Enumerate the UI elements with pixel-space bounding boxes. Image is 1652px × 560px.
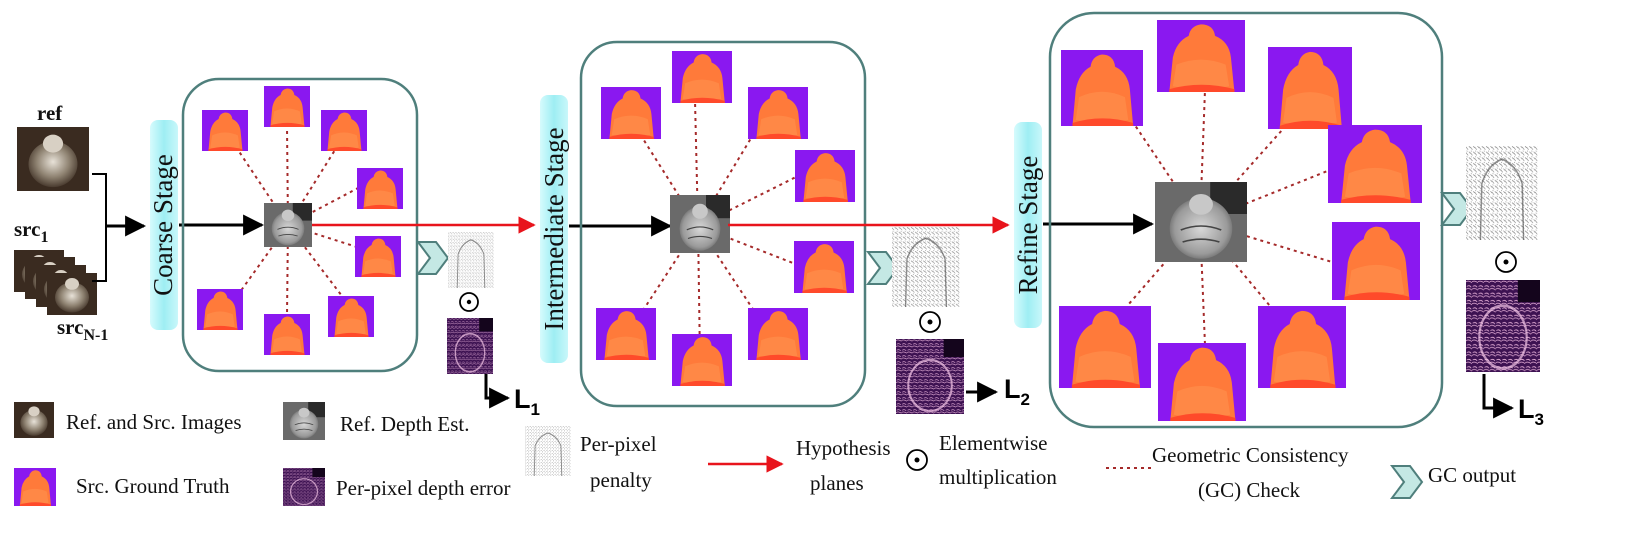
legend-gc-output-icon	[1390, 465, 1424, 499]
legend-elementwise-multiplication: Elementwise multiplication	[906, 431, 1057, 489]
svg-text:Elementwise: Elementwise	[939, 431, 1047, 455]
intermediate-elementwise-symbol	[919, 311, 941, 333]
legend-per-pixel-penalty: Per-pixel penalty	[524, 425, 657, 492]
loss3-arrow	[1482, 374, 1515, 419]
legend: Ref. and Src. Images Ref. Depth Est. Src…	[14, 401, 1516, 507]
svg-text:penalty: penalty	[590, 468, 652, 492]
svg-text:Ref. Depth Est.: Ref. Depth Est.	[340, 412, 469, 436]
src1-label: src1	[14, 217, 48, 246]
intermediate-output: L2	[866, 226, 1030, 416]
refine-penalty-map	[1465, 145, 1539, 241]
gc-output-icon-3	[1440, 192, 1474, 226]
svg-text:Src. Ground Truth: Src. Ground Truth	[76, 474, 230, 498]
loss-l1: L1	[514, 384, 540, 419]
coarse-stage-label: Coarse Stage	[148, 154, 178, 296]
refine-stage-bar	[1014, 122, 1042, 328]
gc-output-icon-2	[866, 251, 900, 285]
svg-text:multiplication: multiplication	[939, 465, 1057, 489]
refine-depth-estimate	[1154, 181, 1248, 263]
intermediate-penalty-map	[891, 226, 961, 308]
refine-elementwise-symbol	[1495, 251, 1517, 273]
intermediate-stage: Intermediate Stage	[539, 40, 867, 408]
legend-ref-depth-est: Ref. Depth Est.	[282, 401, 469, 441]
input-bracket	[92, 173, 107, 282]
srcN-label: srcN-1	[57, 315, 108, 344]
intermediate-stage-label: Intermediate Stage	[539, 127, 569, 330]
svg-text:Ref. and Src. Images: Ref. and Src. Images	[66, 410, 242, 434]
svg-text:(GC) Check: (GC) Check	[1198, 478, 1301, 502]
coarse-stage: Coarse Stage	[148, 77, 419, 373]
intermediate-error-map	[894, 337, 966, 416]
refine-output: L3	[1440, 145, 1544, 429]
svg-text:planes: planes	[810, 471, 864, 495]
legend-gc-check: Geometric Consistency (GC) Check	[1106, 443, 1349, 502]
ref-image	[17, 127, 89, 191]
loss-l3: L3	[1518, 394, 1544, 429]
svg-text:Hypothesis: Hypothesis	[796, 436, 891, 460]
input-group: ref src1 srcN-1	[14, 101, 147, 344]
legend-gc-output: GC output	[1390, 463, 1516, 499]
intermediate-depth-estimate	[669, 194, 731, 254]
svg-text:GC output: GC output	[1428, 463, 1516, 487]
ref-label: ref	[37, 101, 63, 125]
svg-text:Per-pixel: Per-pixel	[580, 432, 657, 456]
coarse-output: L1	[416, 231, 540, 419]
loss1-arrow	[484, 374, 511, 409]
coarse-stage-bar	[150, 120, 178, 330]
svg-text:Per-pixel depth error: Per-pixel depth error	[336, 476, 511, 500]
legend-ref-src-images: Ref. and Src. Images	[14, 402, 242, 438]
refine-stage-label: Refine Stage	[1013, 156, 1043, 295]
gc-output-icon	[416, 241, 450, 275]
loss-l2: L2	[1004, 374, 1030, 409]
coarse-elementwise-symbol	[459, 292, 479, 312]
legend-per-pixel-depth-error: Per-pixel depth error	[282, 467, 511, 507]
refine-panel	[1048, 11, 1444, 429]
coarse-error-map	[446, 317, 494, 375]
coarse-penalty-map	[447, 231, 495, 289]
legend-src-ground-truth: Src. Ground Truth	[14, 468, 230, 506]
coarse-depth-estimate	[263, 202, 313, 248]
svg-text:Geometric Consistency: Geometric Consistency	[1152, 443, 1349, 467]
src-image-stack	[14, 250, 97, 315]
intermediate-stage-bar	[540, 95, 568, 363]
refine-stage: Refine Stage	[1013, 11, 1444, 429]
refine-error-map	[1464, 278, 1542, 374]
legend-hypothesis-planes: Hypothesis planes	[708, 436, 891, 495]
